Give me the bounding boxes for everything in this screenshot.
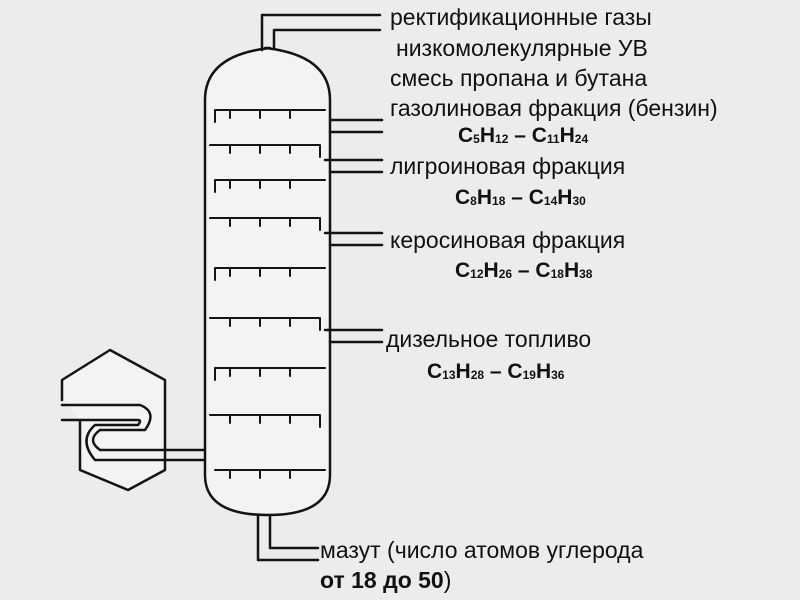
label-ligroin: лигроиновая фракция (390, 153, 626, 179)
label-gasoline: газолиновая фракция (бензин) (390, 95, 718, 121)
label-diesel: дизельное топливо (386, 326, 592, 352)
furnace-coil-inner (60, 418, 207, 462)
formula-diesel: C13H28 – C19H36 (427, 360, 565, 383)
column-body (203, 46, 332, 517)
formula-kerosene: C12H26 – C18H38 (455, 259, 593, 282)
bottom-outlet-pipe-inner (268, 513, 320, 550)
top-outlet-pipe (260, 13, 382, 52)
label-low-molecular: низкомолекулярные УВ (396, 35, 648, 61)
top-outlet-pipe-inner (272, 28, 382, 50)
label-propane-butane: смесь пропана и бутана (390, 65, 648, 91)
label-mazut-line1: мазут (число атомов углерода (320, 537, 644, 563)
furnace-coil (60, 403, 207, 452)
label-kerosene: керосиновая фракция (390, 227, 626, 253)
formula-ligroin: C8H18 – C14H30 (455, 186, 586, 209)
formula-gasoline: C5H12 – C11H24 (458, 124, 589, 147)
mazut-carbon-range: от 18 до 50 (320, 567, 444, 593)
label-mazut-line2: от 18 до 50) (320, 569, 451, 592)
label-rectification-gases: ректификационные газы (390, 4, 652, 30)
mazut-closing-paren: ) (443, 567, 452, 593)
bottom-outlet-pipe (256, 513, 320, 562)
trays (209, 109, 326, 479)
